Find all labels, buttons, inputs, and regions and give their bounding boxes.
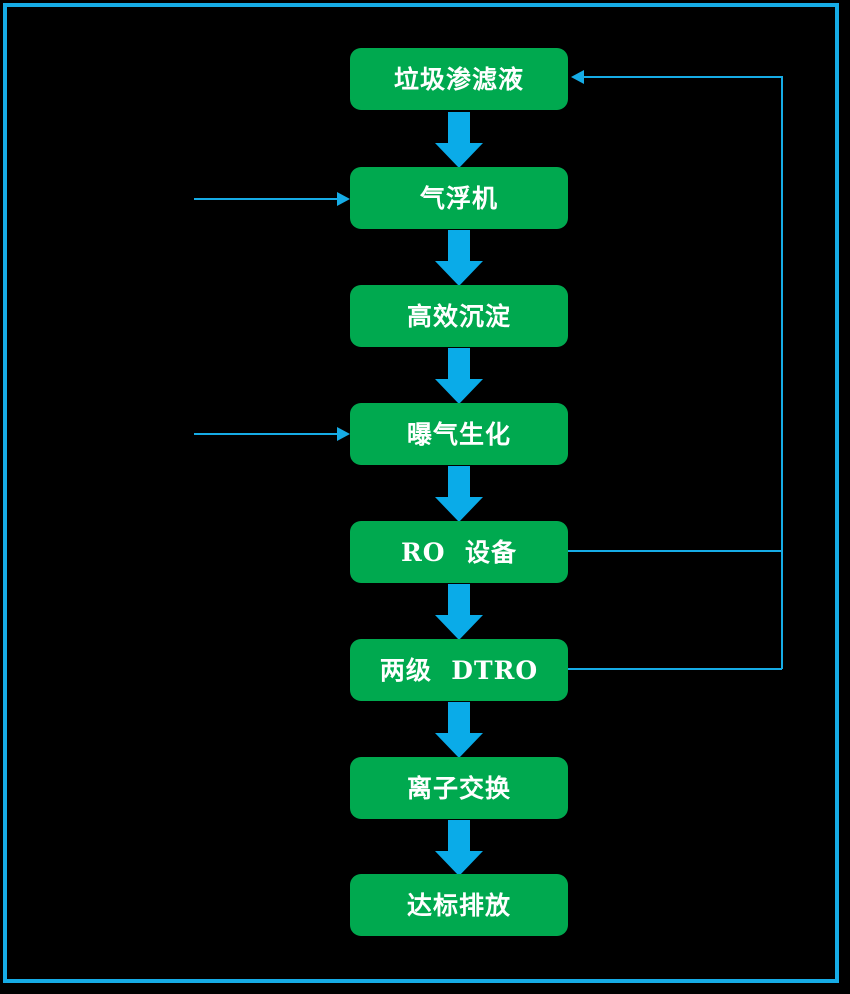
recycle-return-to-leachate bbox=[584, 76, 782, 78]
flow-arrow-ro-to-dtro bbox=[435, 584, 483, 640]
flow-arrow-ion-exchange-to-discharge bbox=[435, 820, 483, 876]
process-node-label: 达标排放 bbox=[406, 890, 511, 920]
process-node-label: 离子交换 bbox=[406, 773, 511, 803]
flow-arrow-leachate-to-flotation bbox=[435, 112, 483, 168]
process-node-discharge[interactable]: 达标排放 bbox=[350, 874, 568, 936]
arrow-shaft bbox=[448, 230, 470, 263]
flow-arrow-dtro-to-ion-exchange bbox=[435, 702, 483, 758]
process-node-label: 曝气生化 bbox=[406, 419, 511, 449]
flow-arrow-aeration-to-ro bbox=[435, 466, 483, 522]
flow-arrow-flotation-to-sedimentation bbox=[435, 230, 483, 286]
arrow-shaft bbox=[448, 702, 470, 735]
recycle-vertical-trunk bbox=[781, 76, 783, 669]
arrow-head-icon bbox=[435, 615, 483, 640]
process-node-leachate[interactable]: 垃圾渗滤液 bbox=[350, 48, 568, 110]
arrow-head-icon bbox=[435, 851, 483, 876]
process-node-ro[interactable]: RO 设备 bbox=[350, 521, 568, 583]
arrow-shaft bbox=[448, 112, 470, 145]
input-arrowhead-flotation-icon bbox=[337, 192, 350, 206]
process-node-label: 两级 DTRO bbox=[379, 655, 539, 685]
process-node-label: RO 设备 bbox=[401, 537, 517, 567]
arrow-head-icon bbox=[435, 261, 483, 286]
arrow-head-icon bbox=[435, 733, 483, 758]
recycle-return-arrowhead-icon bbox=[571, 70, 584, 84]
arrow-head-icon bbox=[435, 497, 483, 522]
input-arrowhead-aeration-icon bbox=[337, 427, 350, 441]
diagram-frame-border bbox=[3, 3, 839, 983]
arrow-shaft bbox=[448, 820, 470, 853]
process-node-aeration[interactable]: 曝气生化 bbox=[350, 403, 568, 465]
arrow-head-icon bbox=[435, 143, 483, 168]
arrow-shaft bbox=[448, 348, 470, 381]
arrow-shaft bbox=[448, 584, 470, 617]
flow-arrow-sedimentation-to-aeration bbox=[435, 348, 483, 404]
recycle-line-from-dtro bbox=[567, 668, 782, 670]
recycle-line-from-ro bbox=[567, 550, 782, 552]
process-node-flotation[interactable]: 气浮机 bbox=[350, 167, 568, 229]
input-line-aeration bbox=[194, 433, 337, 435]
process-node-sedimentation[interactable]: 高效沉淀 bbox=[350, 285, 568, 347]
arrow-head-icon bbox=[435, 379, 483, 404]
process-node-dtro[interactable]: 两级 DTRO bbox=[350, 639, 568, 701]
process-node-ion-exchange[interactable]: 离子交换 bbox=[350, 757, 568, 819]
process-node-label: 高效沉淀 bbox=[406, 301, 511, 331]
process-node-label: 垃圾渗滤液 bbox=[393, 64, 524, 94]
input-line-flotation bbox=[194, 198, 337, 200]
arrow-shaft bbox=[448, 466, 470, 499]
process-node-label: 气浮机 bbox=[419, 183, 498, 213]
